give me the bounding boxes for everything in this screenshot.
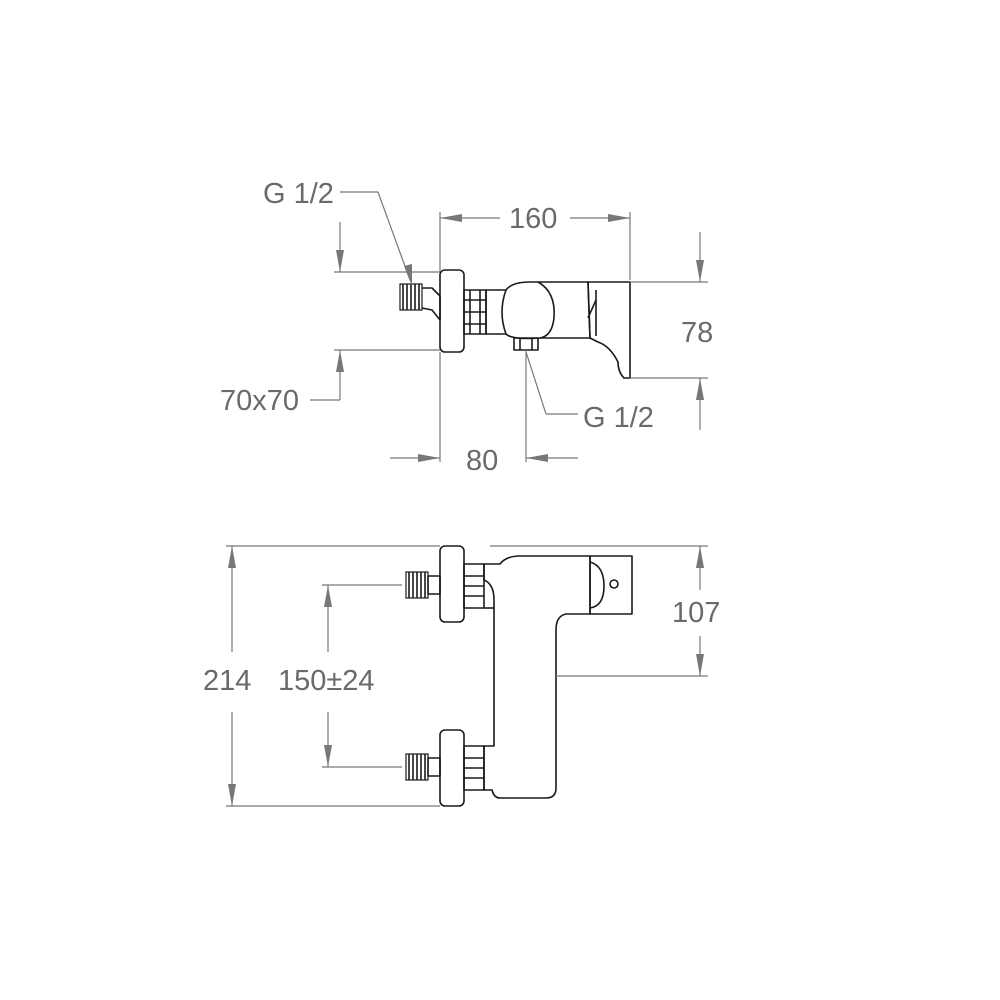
front-mixer-body — [483, 555, 591, 799]
top-width-label: 160 — [509, 203, 557, 235]
top-lever-handle — [587, 281, 631, 379]
front-upper-wall-plate — [439, 545, 465, 623]
top-wall-plate — [439, 269, 465, 353]
front-handle-height-label: 107 — [672, 597, 720, 629]
front-center-distance-label: 150±24 — [278, 665, 375, 697]
top-plate-label: 70x70 — [220, 385, 299, 417]
top-inlet-thread — [399, 283, 441, 321]
front-total-height-label: 214 — [203, 665, 251, 697]
front-lever-handle — [589, 555, 633, 615]
top-outlet-offset-label: 80 — [466, 445, 498, 477]
top-height-label: 78 — [681, 317, 713, 349]
front-lower-wall-plate — [439, 729, 465, 807]
front-view: 214 150±24 107 — [203, 545, 720, 807]
top-inlet-thread-label: G 1/2 — [263, 178, 334, 210]
front-upper-inlet-thread — [405, 571, 441, 599]
top-outlet-thread-label: G 1/2 — [583, 402, 654, 434]
top-outlet-stub — [513, 337, 539, 351]
front-lower-inlet-thread — [405, 753, 441, 781]
front-lower-hex-nut — [463, 745, 485, 791]
top-view: G 1/2 160 78 70x70 G 1/2 80 — [220, 178, 713, 477]
top-hex-nut — [463, 289, 487, 335]
front-upper-hex-nut — [463, 563, 485, 609]
